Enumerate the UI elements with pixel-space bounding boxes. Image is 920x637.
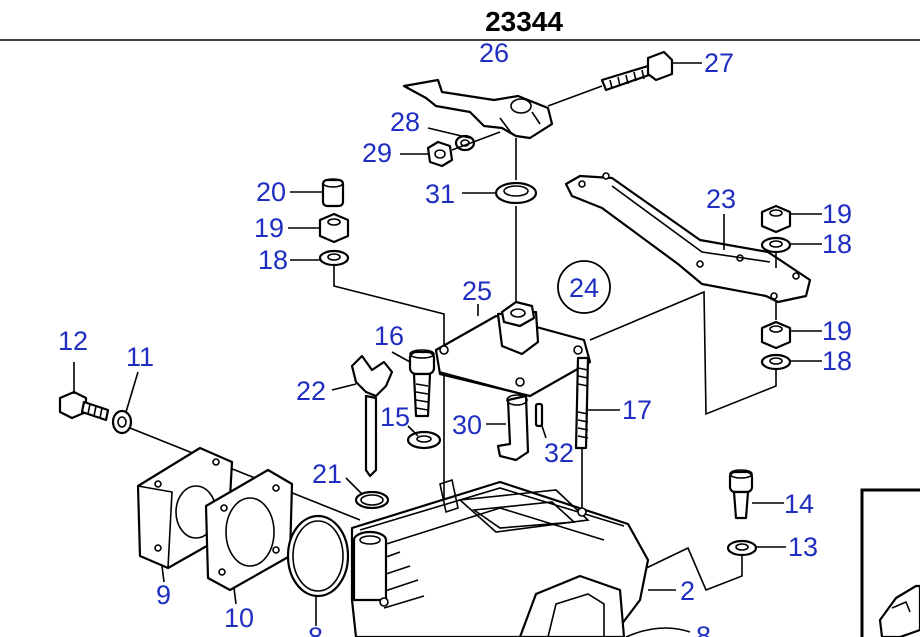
part-16-screw: [408, 349, 436, 418]
callout-8b: 8: [696, 621, 711, 637]
axis-12-to-block: [129, 427, 361, 521]
callout-13: 13: [788, 532, 818, 562]
callout-18b: 18: [822, 229, 852, 259]
part-31-washer: [494, 181, 538, 205]
callout-29: 29: [362, 138, 392, 168]
callout-28: 28: [390, 107, 420, 137]
callout-8a: 8: [308, 622, 323, 637]
part-21-oring: [354, 490, 390, 510]
leader-9: [161, 565, 165, 583]
callout-24-circle: [557, 260, 611, 314]
callout-31: 31: [425, 179, 455, 209]
callout-9: 9: [156, 580, 171, 610]
part-19-nut-right-lower: [760, 320, 792, 350]
diagram-title: 23344: [485, 6, 563, 37]
leader-11: [125, 371, 139, 413]
leader-32: [541, 425, 547, 439]
leader-21: [345, 477, 363, 495]
part-18-washer-right-lower: [760, 353, 792, 371]
callout-19c: 19: [822, 316, 852, 346]
part-27-bolt: [600, 50, 674, 92]
callout-23: 23: [706, 184, 736, 214]
callout-10: 10: [224, 603, 254, 633]
part-13-washer: [726, 539, 758, 557]
part-8-oring: [286, 514, 350, 598]
part-25-base: [434, 300, 592, 398]
part-22-dipstick: [350, 354, 394, 478]
part-2-housing: [350, 478, 650, 637]
callout-11: 11: [126, 342, 154, 372]
part-20-cap: [321, 178, 345, 208]
part-10-gasket: [204, 468, 294, 592]
callout-19b: 19: [822, 199, 852, 229]
part-12-bolt: [58, 390, 110, 422]
part-14-screw: [728, 469, 754, 520]
part-19-nut-right-upper: [760, 204, 792, 234]
part-30-pin: [496, 394, 530, 462]
leader-15: [407, 425, 419, 437]
callout-15: 15: [380, 402, 410, 432]
axis-right-to-17: [589, 290, 777, 416]
part-18-washer-right-upper: [760, 236, 792, 254]
callout-24: 24: [569, 273, 599, 303]
leader-22: [331, 383, 357, 391]
part-17-stud: [574, 356, 590, 450]
axis-18-25: [333, 266, 445, 500]
part-23-strap: [564, 172, 812, 304]
callout-21: 21: [312, 459, 342, 489]
callout-27: 27: [704, 48, 734, 78]
part-32-pin: [534, 402, 544, 428]
callout-30: 30: [452, 410, 482, 440]
callout-32: 32: [544, 438, 574, 468]
callout-18a: 18: [258, 245, 288, 275]
callout-25: 25: [462, 276, 492, 306]
part-15-washer: [406, 430, 442, 450]
leader-28: [427, 127, 471, 139]
leader-10: [233, 587, 237, 605]
callout-17: 17: [622, 395, 652, 425]
callout-20: 20: [256, 177, 286, 207]
callout-12: 12: [58, 326, 88, 356]
part-26-bracket: [402, 78, 554, 140]
callout-18c: 18: [822, 346, 852, 376]
callout-26: 26: [479, 38, 509, 68]
leader-16: [391, 351, 411, 363]
callout-14: 14: [784, 489, 814, 519]
callout-2: 2: [680, 576, 695, 606]
part-11-washer: [111, 409, 133, 435]
callout-16: 16: [374, 321, 404, 351]
axis-13-block: [637, 546, 743, 592]
part-29-nut: [426, 140, 454, 168]
callout-22: 22: [296, 376, 326, 406]
inset-detail-box: [860, 488, 920, 637]
axis-26-29: [451, 131, 501, 151]
part-18-washer-left: [318, 249, 350, 267]
axis-27: [547, 85, 603, 107]
part-19-nut-left: [318, 212, 350, 244]
callout-19a: 19: [254, 213, 284, 243]
part-8-right-arc: [625, 627, 691, 637]
